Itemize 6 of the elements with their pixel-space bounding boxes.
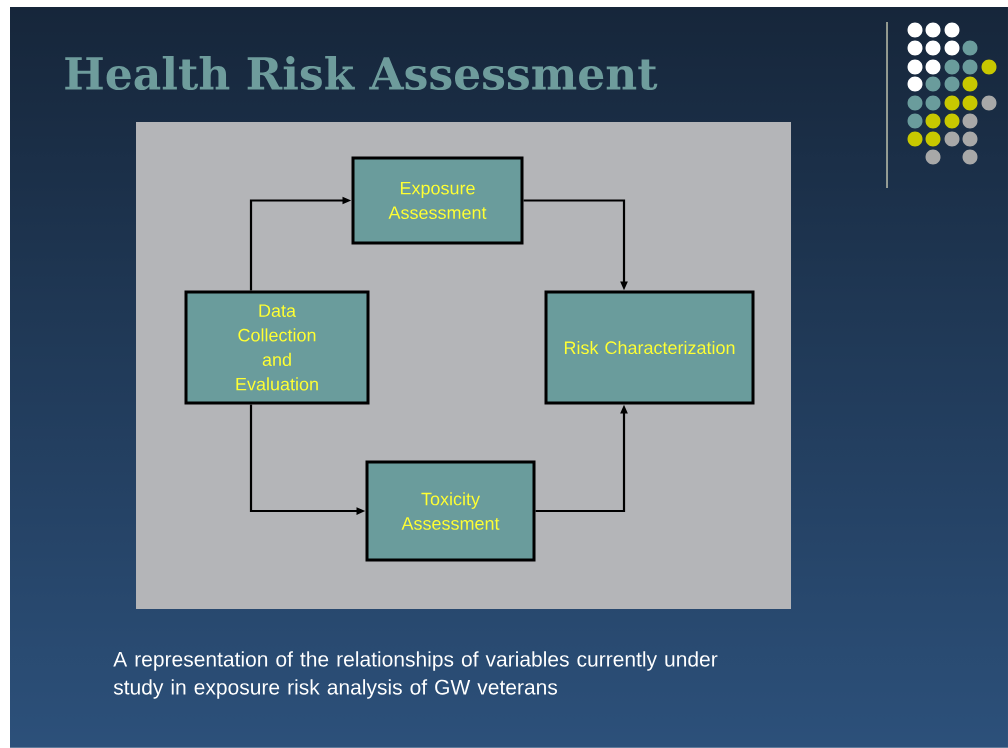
slide-title: Health Risk Assessment: [65, 56, 658, 91]
caption: A representation of the relationships of variables currently under study in exposure risk analysis of GW veterans: [113, 651, 718, 699]
process-box: Toxicity Assessment: [365, 460, 536, 562]
process-box: Data Collection and Evaluation: [184, 290, 370, 405]
process-box: Risk Characterization: [544, 290, 755, 405]
process-box: Exposure Assessment: [351, 156, 524, 245]
